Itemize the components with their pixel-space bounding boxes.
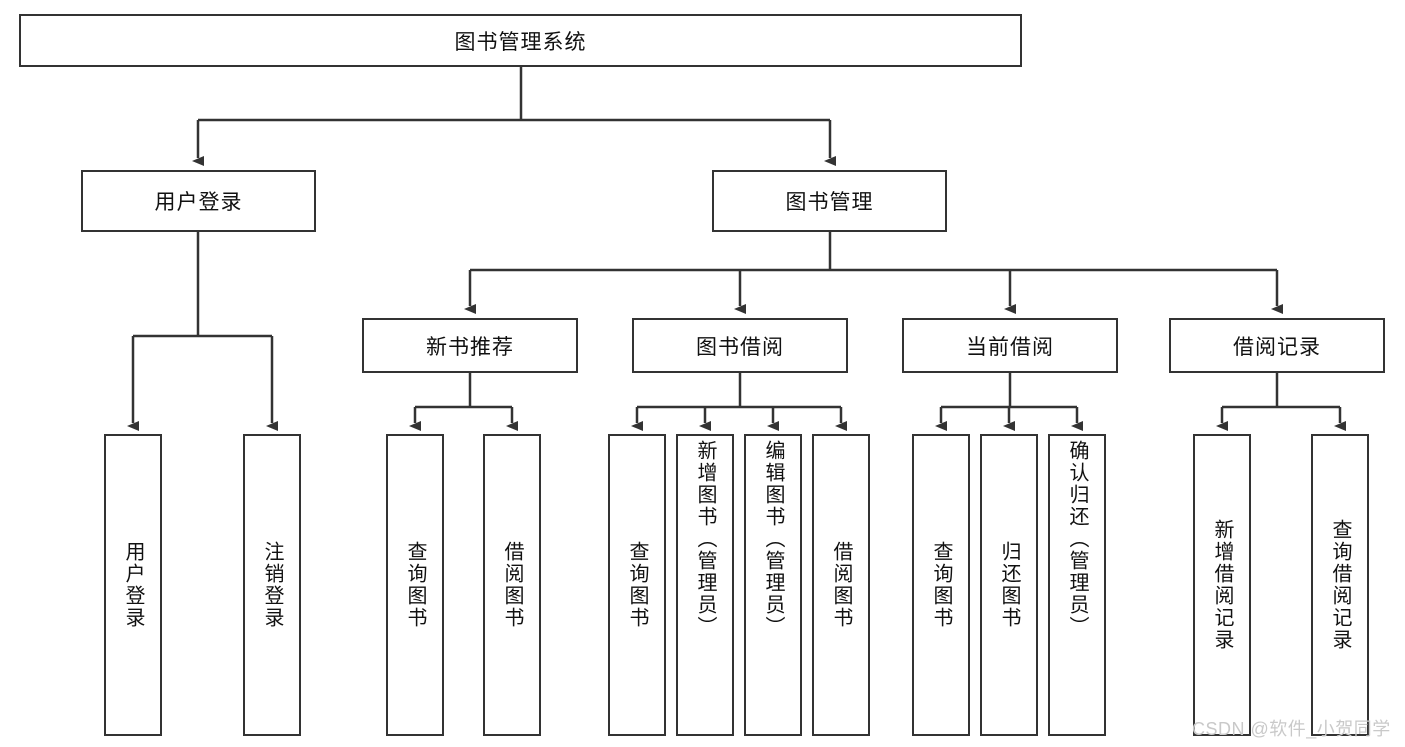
node-user-login[interactable]: 用户登录 [81, 170, 316, 232]
node-book-borrow[interactable]: 图书借阅 [632, 318, 848, 373]
leaf-edit-book-label: 编辑图书（管理员） [762, 440, 784, 638]
node-new-book-recommend[interactable]: 新书推荐 [362, 318, 578, 373]
node-current-borrow-label: 当前借阅 [966, 335, 1054, 359]
leaf-user-login[interactable]: 用户登录 [104, 434, 162, 736]
node-current-borrow[interactable]: 当前借阅 [902, 318, 1118, 373]
node-root[interactable]: 图书管理系统 [19, 14, 1022, 67]
leaf-query-book-3-label: 查询图书 [930, 541, 952, 629]
node-new-book-recommend-label: 新书推荐 [426, 335, 514, 359]
leaf-confirm-return[interactable]: 确认归还（管理员） [1048, 434, 1106, 736]
node-book-manage-label: 图书管理 [785, 191, 874, 214]
leaf-query-book-2[interactable]: 查询图书 [608, 434, 666, 736]
node-book-borrow-label: 图书借阅 [696, 335, 784, 359]
leaf-borrow-book-2[interactable]: 借阅图书 [812, 434, 870, 736]
leaf-borrow-book-2-label: 借阅图书 [830, 541, 852, 629]
leaf-add-record[interactable]: 新增借阅记录 [1193, 434, 1251, 736]
node-borrow-record[interactable]: 借阅记录 [1169, 318, 1385, 373]
leaf-query-record[interactable]: 查询借阅记录 [1311, 434, 1369, 736]
leaf-query-book-1[interactable]: 查询图书 [386, 434, 444, 736]
leaf-borrow-book-1[interactable]: 借阅图书 [483, 434, 541, 736]
leaf-return-book-label: 归还图书 [998, 541, 1020, 629]
node-user-login-label: 用户登录 [154, 191, 243, 214]
leaf-user-logout-label: 注销登录 [261, 541, 283, 629]
node-root-label: 图书管理系统 [454, 30, 587, 54]
node-book-manage[interactable]: 图书管理 [712, 170, 947, 232]
watermark: CSDN @软件_小贺同学 [1192, 719, 1391, 739]
leaf-query-book-3[interactable]: 查询图书 [912, 434, 970, 736]
leaf-add-book[interactable]: 新增图书（管理员） [676, 434, 734, 736]
leaf-user-login-label: 用户登录 [122, 541, 144, 629]
leaf-query-book-2-label: 查询图书 [626, 541, 648, 629]
leaf-query-record-label: 查询借阅记录 [1329, 519, 1351, 651]
leaf-return-book[interactable]: 归还图书 [980, 434, 1038, 736]
leaf-add-book-label: 新增图书（管理员） [694, 440, 716, 638]
leaf-borrow-book-1-label: 借阅图书 [501, 541, 523, 629]
leaf-confirm-return-label: 确认归还（管理员） [1066, 440, 1088, 638]
node-borrow-record-label: 借阅记录 [1233, 335, 1321, 359]
leaf-user-logout[interactable]: 注销登录 [243, 434, 301, 736]
leaf-add-record-label: 新增借阅记录 [1211, 519, 1233, 651]
leaf-edit-book[interactable]: 编辑图书（管理员） [744, 434, 802, 736]
leaf-query-book-1-label: 查询图书 [404, 541, 426, 629]
